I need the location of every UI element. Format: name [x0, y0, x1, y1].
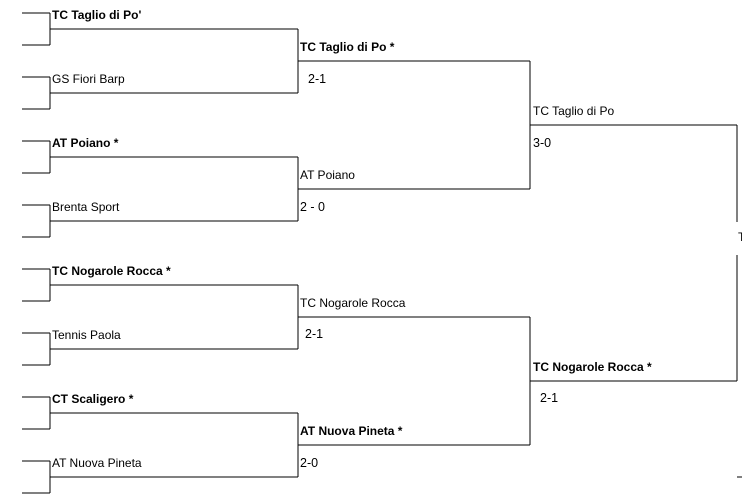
r1-team-label: Brenta Sport: [52, 200, 120, 214]
final-label: T: [738, 230, 742, 244]
r2-team-label: TC Taglio di Po *: [300, 40, 395, 54]
r2-score: 2-1: [305, 327, 324, 341]
r3-score: 2-1: [540, 391, 559, 405]
r1-team-label: AT Poiano *: [52, 136, 119, 150]
r2-team-label: AT Poiano: [300, 168, 355, 182]
r3-score: 3-0: [533, 136, 552, 150]
r2-score: 2 - 0: [300, 200, 326, 214]
r3-team-label: TC Nogarole Rocca *: [533, 360, 652, 374]
r1-team-label: AT Nuova Pineta: [52, 456, 142, 470]
r1-team-label: CT Scaligero *: [52, 392, 134, 406]
r2-team-label: AT Nuova Pineta *: [300, 424, 403, 438]
r1-team-label: Tennis Paola: [52, 328, 121, 342]
r1-team-label: TC Taglio di Po': [52, 8, 142, 22]
r2-score: 2-0: [300, 456, 319, 470]
r1-team-label: GS Fiori Barp: [52, 72, 125, 86]
r1-team-label: TC Nogarole Rocca *: [52, 264, 171, 278]
r2-score: 2-1: [308, 72, 327, 86]
r3-team-label: TC Taglio di Po: [533, 104, 615, 118]
r2-team-label: TC Nogarole Rocca: [300, 296, 406, 310]
